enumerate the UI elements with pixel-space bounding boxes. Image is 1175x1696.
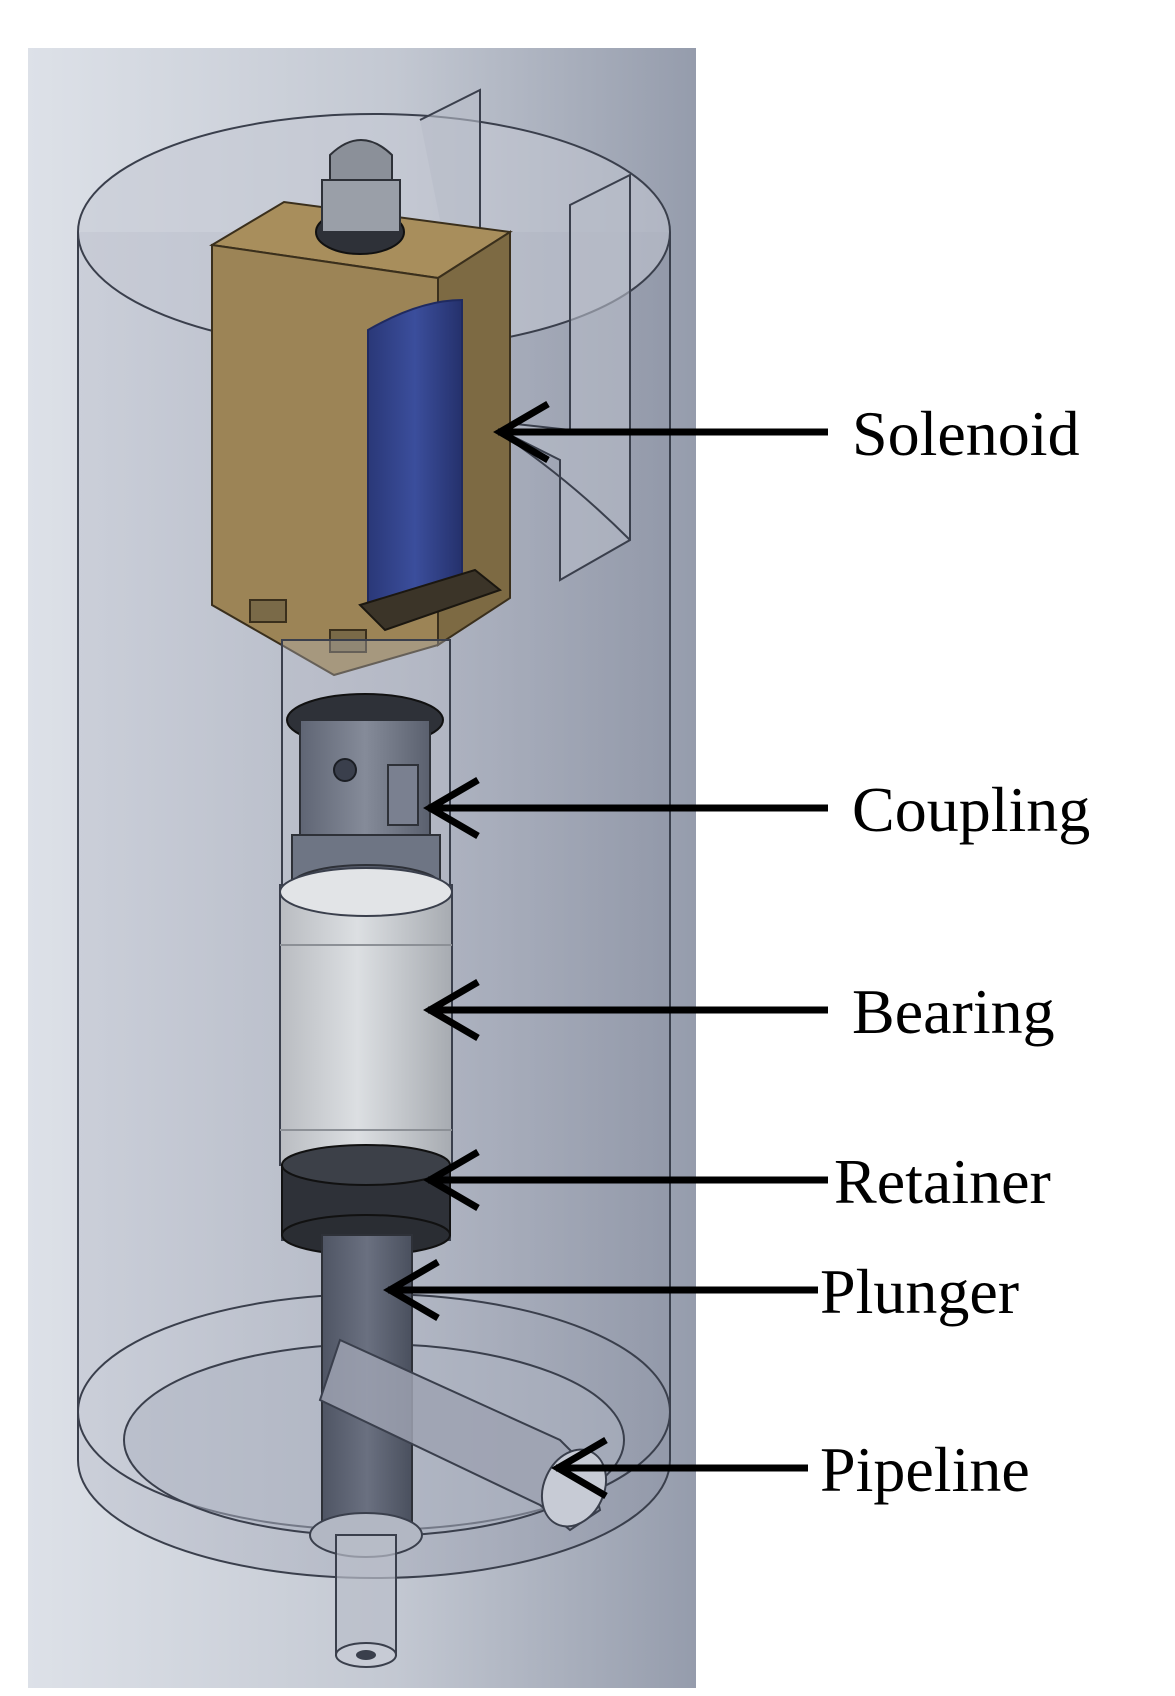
coupling-pin-hole — [333, 758, 357, 782]
label-retainer: Retainer — [834, 1146, 1051, 1217]
coupling-slot — [387, 764, 419, 826]
arrow-coupling — [423, 776, 828, 840]
label-plunger: Plunger — [820, 1256, 1020, 1327]
bottom-stem-bore — [356, 1650, 376, 1660]
label-bearing: Bearing — [852, 976, 1055, 1047]
arrow-retainer — [423, 1148, 828, 1212]
solenoid-lower-plate — [358, 568, 503, 632]
label-solenoid: Solenoid — [852, 398, 1080, 469]
solenoid-coil — [367, 298, 463, 607]
solenoid-cap — [329, 139, 393, 181]
solenoid-nut — [321, 179, 401, 233]
arrow-pipeline — [551, 1436, 808, 1500]
bottom-stem — [335, 1534, 397, 1656]
bearing-top-rim — [279, 867, 453, 917]
callout-arrows — [383, 400, 828, 1500]
bearing-body — [279, 884, 453, 1166]
arrow-solenoid — [493, 400, 828, 464]
label-coupling: Coupling — [852, 774, 1091, 845]
label-pipeline: Pipeline — [820, 1434, 1030, 1505]
arrow-bearing — [423, 978, 828, 1042]
solenoid-notch-left — [249, 599, 287, 623]
arrow-plunger — [383, 1258, 818, 1322]
